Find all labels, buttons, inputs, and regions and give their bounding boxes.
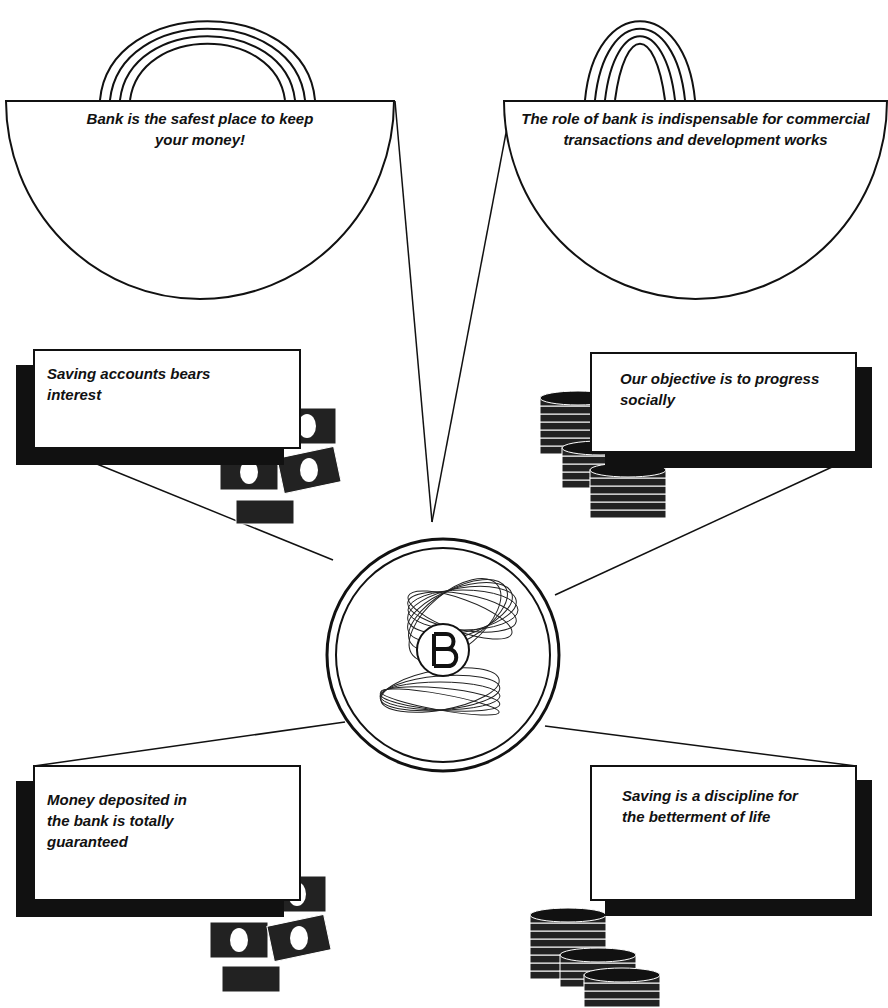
message-text: Bank is the safest place to keep your mo… xyxy=(75,108,325,150)
message-box: Our objective is to progress socially xyxy=(590,352,857,453)
logo-emblem xyxy=(327,539,559,771)
bag-handles xyxy=(100,21,695,100)
message-box: Money deposited in the bank is totally g… xyxy=(33,765,301,901)
coin-stacks xyxy=(530,391,666,1007)
semicircle-outline xyxy=(5,100,395,300)
message-box: Saving is a discipline for the bettermen… xyxy=(590,765,857,901)
semicircle-path xyxy=(504,101,887,299)
banknotes xyxy=(210,408,341,992)
semicircle-outline xyxy=(503,100,888,300)
semicircle-path xyxy=(6,101,394,299)
message-text: Saving accounts bears interest xyxy=(47,363,217,405)
message-text: Money deposited in the bank is totally g… xyxy=(47,789,187,852)
message-text: The role of bank is indispensable for co… xyxy=(518,108,873,150)
bag-node: Bank is the safest place to keep your mo… xyxy=(5,100,395,300)
message-text: Saving is a discipline for the bettermen… xyxy=(622,785,822,827)
message-box: Saving accounts bears interest xyxy=(33,349,301,449)
message-text: Our objective is to progress socially xyxy=(620,368,820,410)
bag-node: The role of bank is indispensable for co… xyxy=(503,100,888,300)
